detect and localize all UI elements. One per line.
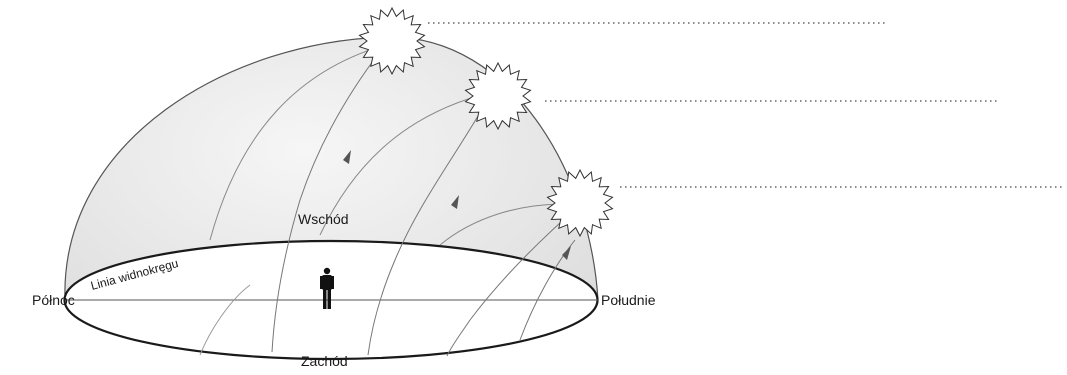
label-east: Wschód [298,211,349,227]
label-south: Południe [601,292,656,308]
label-north: Północ [32,292,75,308]
label-west: Zachód [301,353,348,369]
